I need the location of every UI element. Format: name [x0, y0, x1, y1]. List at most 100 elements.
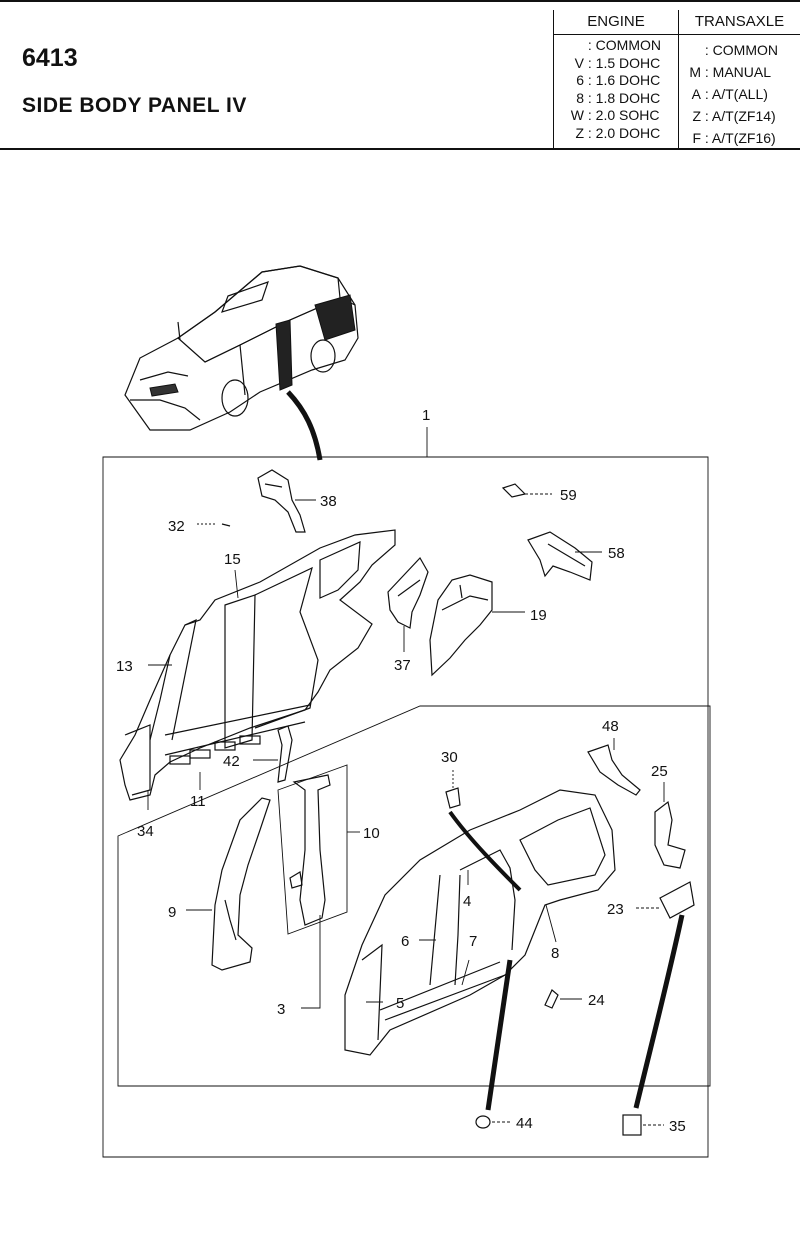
callout-11: 11 — [190, 793, 206, 810]
engine-code: W — [570, 107, 584, 123]
assembly-frame-outer — [102, 456, 709, 1158]
part-37 — [387, 556, 429, 652]
assembly-frame-inner — [117, 705, 711, 1087]
exploded-parts-diagram: 1 38 32 59 58 15 19 37 13 48 42 30 25 11… — [102, 265, 711, 1158]
callout-37: 37 — [394, 657, 411, 674]
callout-8: 8 — [551, 945, 559, 962]
transaxle-code: Z — [692, 108, 701, 124]
transaxle-row: : COMMON — [679, 39, 800, 61]
part-35 — [622, 914, 685, 1136]
engine-row: : COMMON — [554, 37, 678, 55]
transaxle-label: COMMON — [712, 42, 778, 58]
engine-label: 1.8 DOHC — [595, 89, 661, 106]
callout-32: 32 — [168, 518, 185, 535]
callout-59: 59 — [560, 487, 577, 504]
engine-label: 2.0 SOHC — [595, 107, 660, 123]
separator: : — [587, 107, 592, 123]
callout-6: 6 — [401, 933, 409, 950]
transaxle-code: A — [691, 86, 701, 102]
engine-label: 1.5 DOHC — [595, 54, 661, 71]
separator: : — [704, 108, 709, 124]
transaxle-label: MANUAL — [712, 64, 772, 80]
callout-13: 13 — [116, 658, 133, 675]
engine-row: Z : 2.0 DOHC — [554, 125, 678, 143]
car-illustration — [124, 265, 359, 431]
callout-7: 7 — [469, 933, 477, 950]
separator: : — [587, 72, 592, 88]
part-10 — [289, 774, 360, 926]
transaxle-row: A : A/T(ALL) — [679, 83, 800, 105]
transaxle-heading: TRANSAXLE — [679, 10, 800, 35]
callout-58: 58 — [608, 545, 625, 562]
engine-row: W : 2.0 SOHC — [554, 107, 678, 125]
engine-label: 2.0 DOHC — [595, 124, 661, 141]
callout-5: 5 — [396, 995, 404, 1012]
callout-3: 3 — [277, 1001, 285, 1018]
callout-48: 48 — [602, 718, 619, 735]
separator: : — [704, 42, 709, 58]
callout-1: 1 — [422, 407, 430, 424]
callout-34: 34 — [137, 823, 154, 840]
car-to-assembly-leader — [286, 390, 323, 461]
transaxle-row: F : A/T(ZF16) — [679, 127, 800, 149]
transaxle-code: M — [689, 64, 701, 80]
part-59 — [501, 483, 552, 498]
transaxle-label: A/T(ZF14) — [711, 108, 776, 124]
separator: : — [704, 86, 709, 102]
engine-code: V — [574, 54, 584, 71]
transaxle-code: F — [692, 130, 701, 146]
page-title: SIDE BODY PANEL IV — [22, 94, 247, 117]
part-44 — [475, 959, 513, 1129]
callout-42: 42 — [223, 753, 240, 770]
part-9 — [186, 797, 271, 971]
separator: : — [587, 89, 592, 106]
engine-row: 6 : 1.6 DOHC — [554, 72, 678, 90]
transaxle-table: TRANSAXLE : COMMON M : MANUAL A : A/T(AL… — [678, 10, 800, 150]
callout-19: 19 — [530, 607, 547, 624]
engine-row: 8 : 1.8 DOHC — [554, 90, 678, 108]
engine-label: 1.6 DOHC — [595, 72, 661, 88]
part-58 — [527, 531, 602, 581]
callout-4: 4 — [463, 893, 471, 910]
callout-38: 38 — [320, 493, 337, 510]
separator: : — [704, 64, 709, 80]
callout-35: 35 — [669, 1118, 686, 1135]
separator: : — [587, 54, 592, 71]
transaxle-row: M : MANUAL — [679, 61, 800, 83]
callout-10: 10 — [363, 825, 380, 842]
engine-code: 6 — [576, 72, 584, 88]
callout-44: 44 — [516, 1115, 533, 1132]
part-23 — [636, 881, 695, 919]
transaxle-row: Z : A/T(ZF14) — [679, 105, 800, 127]
part-3-outer-side-panel — [301, 789, 616, 1056]
separator: : — [704, 130, 709, 146]
page-code: 6413 — [22, 44, 78, 72]
callout-25: 25 — [651, 763, 668, 780]
part-25 — [654, 782, 686, 869]
part-48 — [587, 738, 641, 796]
part-38 — [257, 469, 316, 533]
header-band: 6413 SIDE BODY PANEL IV ENGINE : COMMON … — [0, 0, 800, 150]
callout-24: 24 — [588, 992, 605, 1009]
callout-23: 23 — [607, 901, 624, 918]
callout-30: 30 — [441, 749, 458, 766]
part-42 — [253, 725, 293, 783]
engine-heading: ENGINE — [554, 10, 678, 35]
part-32 — [197, 523, 231, 527]
engine-table: ENGINE : COMMON V : 1.5 DOHC 6 : 1.6 DOH… — [553, 10, 678, 150]
separator: : — [587, 37, 592, 53]
engine-code: 8 — [576, 89, 584, 106]
engine-label: COMMON — [595, 37, 661, 53]
transaxle-label: A/T(ZF16) — [711, 130, 776, 146]
engine-code: Z — [575, 124, 584, 141]
callout-9: 9 — [168, 904, 176, 921]
part-30 — [445, 770, 522, 892]
part-19 — [429, 574, 525, 677]
engine-row: V : 1.5 DOHC — [554, 55, 678, 73]
subframe-10 — [277, 764, 348, 935]
separator: : — [587, 124, 592, 141]
transaxle-label: A/T(ALL) — [711, 86, 768, 102]
side-frame-upper — [119, 529, 396, 810]
callout-15: 15 — [224, 551, 241, 568]
part-24 — [544, 989, 582, 1009]
